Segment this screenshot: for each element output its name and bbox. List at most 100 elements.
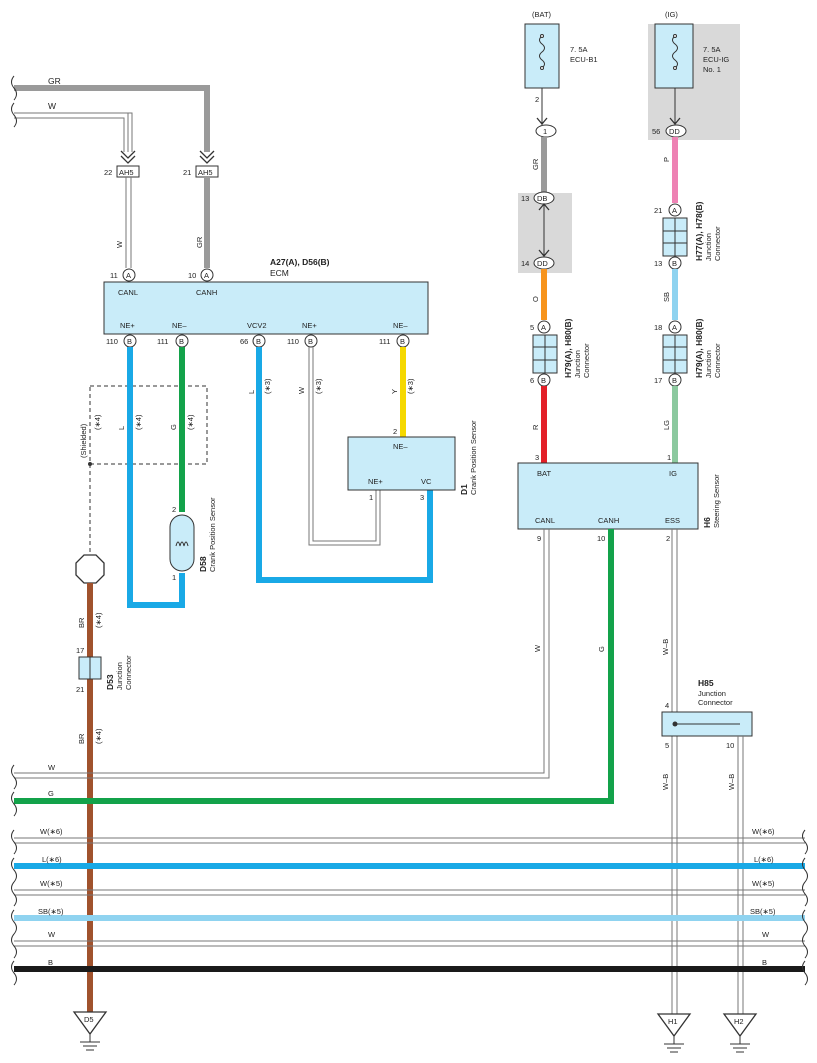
br-note-2: (∗4) [94, 728, 103, 744]
d53-pin21: 21 [76, 685, 84, 694]
d58-name: Crank Position Sensor [208, 497, 217, 572]
h6-ig: IG [669, 469, 677, 478]
ecm-canh: CANH [196, 288, 217, 297]
l-note-d58: (∗4) [134, 414, 143, 430]
ground-d5-label: D5 [84, 1015, 94, 1024]
h6-bat: BAT [537, 469, 551, 478]
ecm-pin-nep1: 110 [106, 337, 118, 346]
gr-top-label: GR [48, 76, 61, 86]
ig-fuse-name2: No. 1 [703, 65, 721, 74]
ecm-pins-bottom [123, 334, 410, 348]
jrb-pin-b: 17 [654, 376, 662, 385]
ecm-conn-b2: B [179, 337, 184, 346]
bat-source: (BAT) [532, 10, 552, 19]
jrt-pin-a: 21 [654, 206, 662, 215]
w-label-nep: W [297, 386, 306, 394]
l-note-vc: (∗3) [263, 378, 272, 394]
ecm-pin-canh: 10 [188, 271, 196, 280]
db-pin13: 13 [521, 194, 529, 203]
ah5-label-w: AH5 [119, 168, 134, 177]
bus-l6-left: L(∗6) [42, 855, 62, 864]
d1-pin3: 3 [420, 493, 424, 502]
g-wire-canh [14, 529, 614, 804]
bus-sb5-right: SB(∗5) [750, 907, 776, 916]
y-label: Y [390, 389, 399, 394]
l-label-d58: L [117, 426, 126, 430]
wb-h2-label: W–B [727, 774, 736, 790]
bus-w6-left: W(∗6) [40, 827, 63, 836]
ecm-conn-a2: A [204, 271, 209, 280]
jl-pin-b: 6 [530, 376, 534, 385]
ecm-nep1: NE+ [120, 321, 135, 330]
l-wire-vc [256, 347, 433, 583]
jrt-code: H77(A), H78(B) [694, 201, 704, 261]
ig-rating: 7. 5A [703, 45, 721, 54]
d53-pin17: 17 [76, 646, 84, 655]
bus-l6-right: L(∗6) [754, 855, 774, 864]
bus-w2-left: W [48, 930, 56, 939]
ecm-conn-a1: A [126, 271, 131, 280]
h6-pin3: 3 [535, 453, 539, 462]
jl-name: Junction [573, 350, 582, 378]
ecm-conn-b1: B [127, 337, 132, 346]
bus-w1: W [48, 763, 56, 772]
jl-a: A [541, 323, 546, 332]
gr-ecm-label: GR [195, 236, 204, 248]
w-note-nep: (∗3) [314, 378, 323, 394]
bus-lines [14, 837, 805, 972]
h6-pin9: 9 [537, 534, 541, 543]
ah5-pin-gr: 21 [183, 168, 191, 177]
h85-pin4: 4 [665, 701, 669, 710]
bat-rating: 7. 5A [570, 45, 588, 54]
wb-ess-label: W–B [661, 639, 670, 655]
ah5-arrows [120, 150, 215, 164]
o-label: O [531, 296, 540, 302]
gr-wire-top [14, 85, 210, 152]
jrt-name: Junction [704, 233, 713, 261]
ecm-name: ECM [270, 268, 289, 278]
bus-w5-left: W(∗5) [40, 879, 63, 888]
d58-code: D58 [198, 556, 208, 572]
d1-pin1: 1 [369, 493, 373, 502]
jrt-name2: Connector [713, 226, 722, 261]
shield-note: (∗4) [93, 414, 102, 430]
bat-fuse-name: ECU-B1 [570, 55, 598, 64]
jrt-b: B [672, 259, 677, 268]
w-ecm-label: W [115, 240, 124, 248]
w-canl-label: W [533, 644, 542, 652]
l-wire-d58 [127, 347, 185, 608]
ground-h2-label: H2 [734, 1017, 744, 1026]
w-wire-nep [308, 347, 381, 546]
jrb-a: A [672, 323, 677, 332]
br-note-1: (∗4) [94, 612, 103, 628]
l-label-vc: L [247, 390, 256, 394]
ecm-pin-canl: 11 [110, 271, 118, 280]
w-wire-top [14, 112, 133, 152]
ig-fuse-name: ECU-IG [703, 55, 729, 64]
ecm-nep2: NE+ [302, 321, 317, 330]
ground-h2 [722, 1013, 758, 1053]
lg-label: LG [662, 420, 671, 430]
jrb-name: Junction [704, 350, 713, 378]
ecm-pin-nem1: 111 [157, 337, 168, 346]
h6-ess: ESS [665, 516, 680, 525]
gr-right-label: GR [531, 158, 540, 170]
w-wire-canl [14, 529, 545, 774]
db-label: DB [537, 194, 547, 203]
shield-box [89, 385, 208, 465]
h85-pin10: 10 [726, 741, 734, 750]
sb-label: SB [662, 292, 671, 302]
ground-d5 [72, 1011, 108, 1051]
d1-vc: VC [421, 477, 432, 486]
h85-name: Junction [698, 689, 726, 698]
ah5-label-gr: AH5 [198, 168, 213, 177]
jrb-name2: Connector [713, 343, 722, 378]
d1-pin2: 2 [393, 427, 397, 436]
g-label-d58: G [169, 424, 178, 430]
jl-name2: Connector [582, 343, 591, 378]
d58-pin2: 2 [172, 505, 176, 514]
ecm-canl: CANL [118, 288, 138, 297]
h6-pin10: 10 [597, 534, 605, 543]
ecm-conn-b4: B [308, 337, 313, 346]
